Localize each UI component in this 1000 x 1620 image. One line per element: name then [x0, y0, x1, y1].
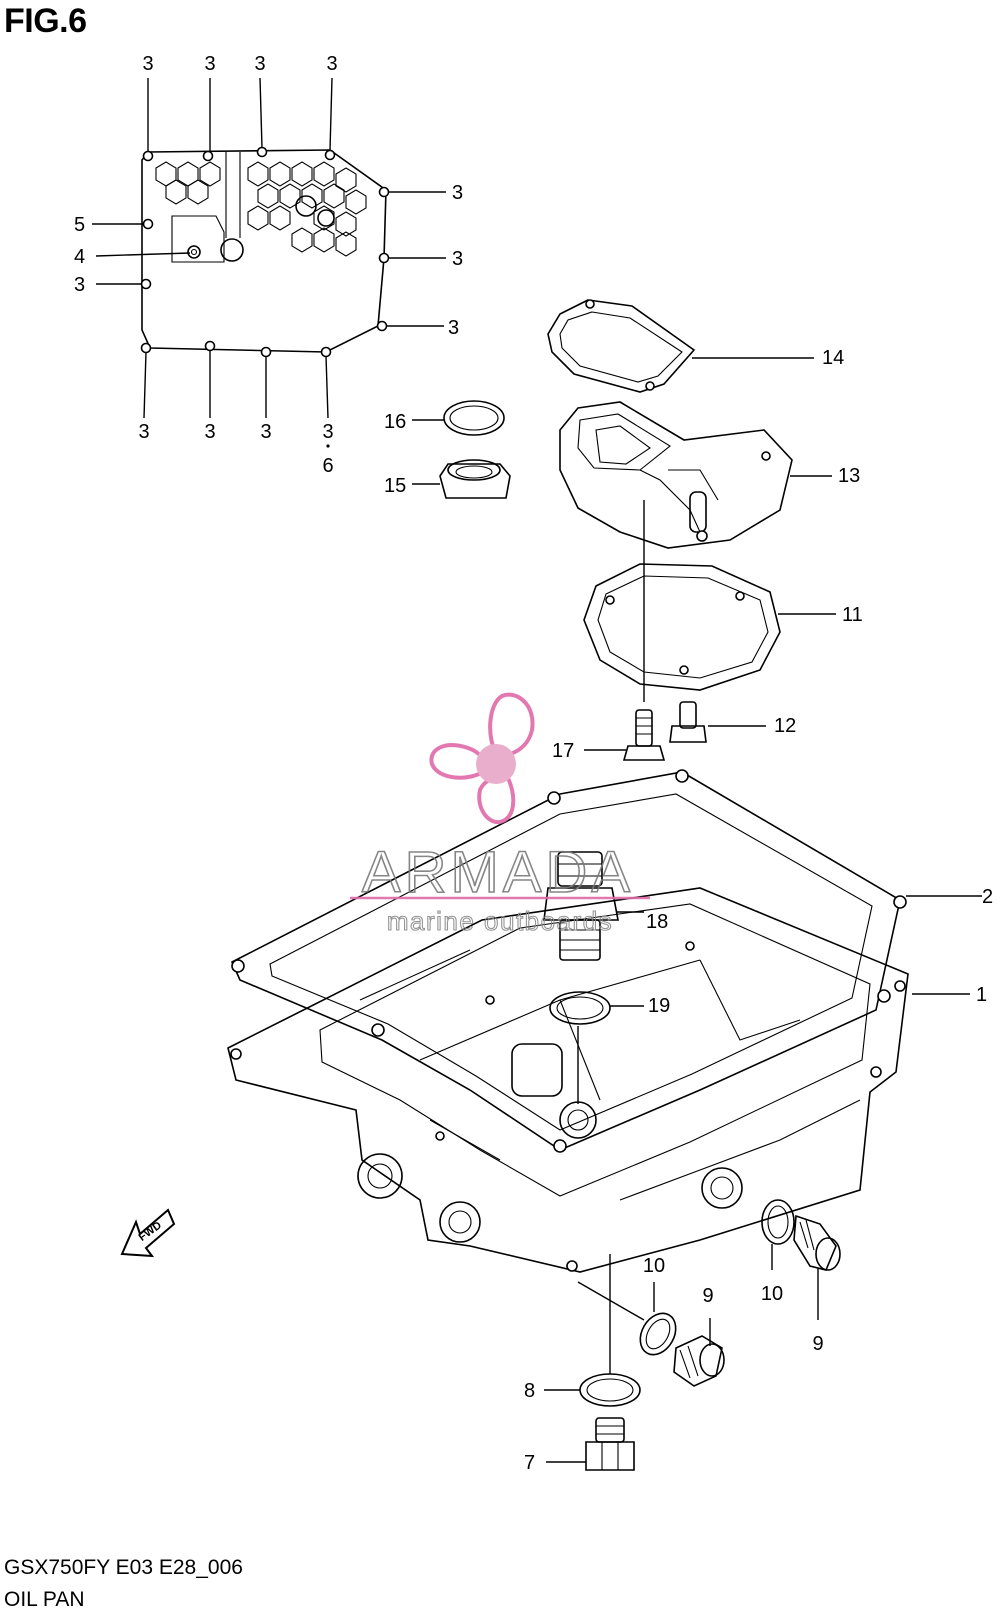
callout-3-top-3: 3 — [254, 53, 265, 75]
part-11-gasket — [583, 563, 836, 691]
callout-3-top-4: 3 — [326, 53, 337, 75]
part-12-bolt — [669, 701, 766, 743]
callout-3-top-1: 3 — [142, 53, 153, 75]
figure-name: OIL PAN — [4, 1588, 85, 1611]
callout-19: 19 — [648, 995, 670, 1017]
callout-11: 11 — [842, 604, 863, 626]
callout-3-bottom-4: 3 — [322, 421, 333, 443]
strainer-leaders — [92, 77, 446, 448]
part-9-drain-plug-right — [793, 1214, 841, 1320]
callout-1: 1 — [976, 984, 987, 1006]
callout-6: 6 — [322, 455, 333, 477]
callout-2: 2 — [982, 886, 993, 908]
callout-3-top-2: 3 — [204, 53, 215, 75]
callout-9-center: 9 — [702, 1285, 713, 1307]
watermark-brand: ARMADA — [362, 840, 634, 905]
callout-14: 14 — [822, 347, 844, 369]
callout-18: 18 — [646, 911, 668, 933]
callout-5: 5 — [74, 214, 85, 236]
callout-10-right: 10 — [761, 1283, 783, 1305]
callout-10-center: 10 — [643, 1255, 665, 1277]
part-9-drain-plug-center — [673, 1318, 725, 1387]
part-17-bolt — [584, 500, 666, 761]
part-10-gasket-right — [761, 1199, 795, 1270]
callout-4: 4 — [74, 246, 85, 268]
callout-3-left: 3 — [74, 274, 85, 296]
part-2-oil-pan-gasket — [230, 769, 982, 1153]
part-13-oil-strainer — [559, 401, 832, 549]
fwd-arrow-icon: FWD — [120, 1208, 176, 1258]
callout-3-right-1: 3 — [452, 182, 463, 204]
callout-3-bottom-2: 3 — [204, 421, 215, 443]
part-18-oil-pressure-switch — [543, 851, 644, 961]
callout-17: 17 — [552, 740, 574, 762]
oil-strainer-plate — [140, 146, 390, 358]
callout-8: 8 — [524, 1380, 535, 1402]
armada-watermark-logo: ARMADA marine outboards — [350, 692, 650, 937]
callout-3-bottom-1: 3 — [138, 421, 149, 443]
figure-title: FIG.6 — [4, 2, 87, 40]
model-code: GSX750FY E03 E28_006 — [4, 1556, 243, 1579]
callout-3-right-2: 3 — [452, 248, 463, 270]
part-19-o-ring — [549, 991, 644, 1104]
callout-3-bottom-3: 3 — [260, 421, 271, 443]
part-8-gasket — [544, 1254, 641, 1407]
watermark-tagline: marine outboards — [387, 906, 613, 936]
callout-12: 12 — [774, 715, 796, 737]
callout-16: 16 — [384, 411, 406, 433]
part-1-oil-pan — [227, 887, 970, 1273]
callout-9-right: 9 — [812, 1333, 823, 1355]
callout-13: 13 — [838, 465, 860, 487]
callout-7: 7 — [524, 1452, 535, 1474]
part-10-gasket-center — [577, 1281, 677, 1356]
part-15-grommet — [412, 459, 511, 499]
callout-3-right-3: 3 — [448, 317, 459, 339]
part-7-drain-plug — [546, 1417, 635, 1471]
part-14-gasket — [547, 299, 814, 393]
part-16-o-ring — [412, 400, 505, 436]
callout-15: 15 — [384, 475, 406, 497]
